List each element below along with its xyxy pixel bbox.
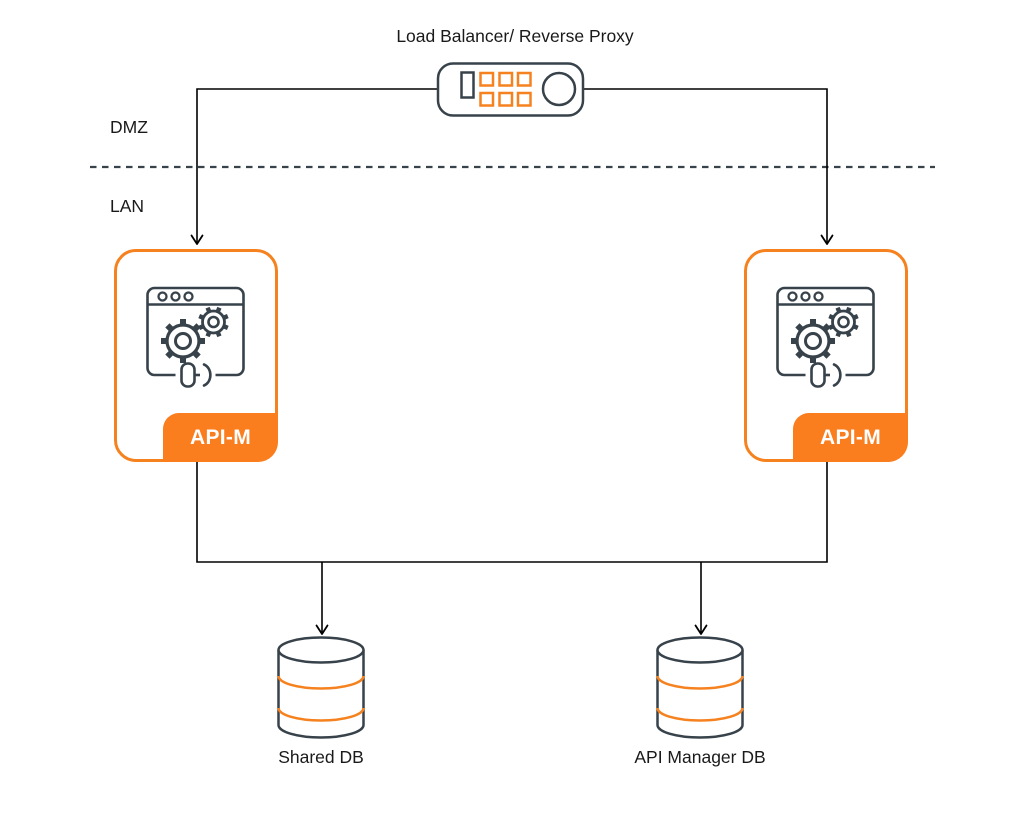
api-manager-db-label: API Manager DB <box>634 747 766 767</box>
load-balancer-label: Load Balancer/ Reverse Proxy <box>396 26 634 46</box>
zone-label-lan: LAN <box>110 196 145 216</box>
connector-lb-to-apim-1 <box>190 88 438 245</box>
apim-badge: API-M <box>163 413 278 462</box>
connector-apim-bus <box>196 462 828 563</box>
zone-label-dmz: DMZ <box>110 117 148 137</box>
apim-node-2: API-M <box>744 249 908 462</box>
load-balancer-icon <box>436 62 585 117</box>
shared-db-label: Shared DB <box>278 747 364 767</box>
apim-badge: API-M <box>793 413 908 462</box>
database-icon <box>656 636 744 739</box>
apim-node-1: API-M <box>114 249 278 462</box>
database-icon <box>277 636 365 739</box>
connector-lb-to-apim-2 <box>583 88 834 245</box>
